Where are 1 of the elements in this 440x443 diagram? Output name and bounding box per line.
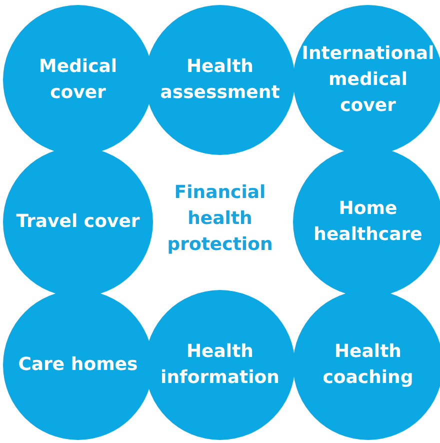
center-heading: Financial health protection [166, 181, 274, 257]
